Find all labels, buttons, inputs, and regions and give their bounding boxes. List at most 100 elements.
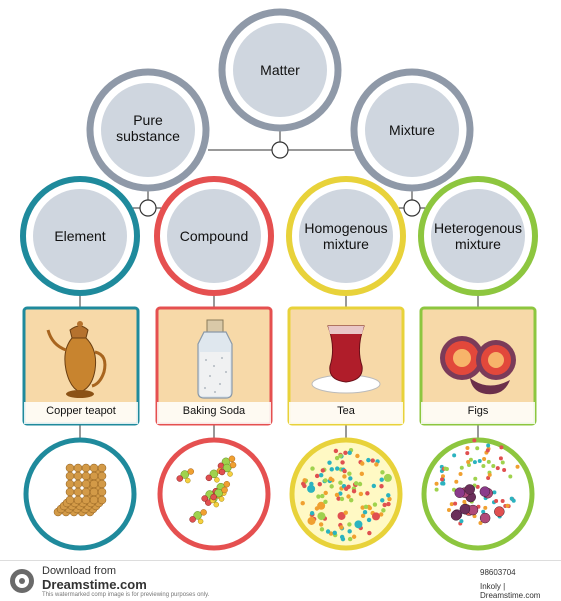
particle xyxy=(453,501,458,506)
particle xyxy=(454,487,465,498)
particle xyxy=(180,470,190,479)
particle xyxy=(73,487,83,497)
particle xyxy=(491,464,496,469)
particle xyxy=(339,496,345,502)
particle xyxy=(209,469,219,479)
particle xyxy=(97,479,107,489)
particle xyxy=(200,509,207,516)
particle xyxy=(65,463,75,473)
element-example-caption: Copper teapot xyxy=(46,405,116,417)
particle xyxy=(475,484,480,489)
particle xyxy=(386,493,391,498)
particle xyxy=(346,494,351,499)
credit-text: Inkoly | Dreamstime.com xyxy=(480,582,541,600)
particle xyxy=(310,466,315,471)
homogenous-particles-circle xyxy=(289,437,403,551)
particle xyxy=(218,468,226,476)
matter-circle xyxy=(218,8,342,132)
particle xyxy=(97,495,107,505)
particle xyxy=(459,503,471,515)
particle xyxy=(323,478,328,483)
particle xyxy=(479,486,491,497)
particle xyxy=(340,460,345,465)
particle xyxy=(473,476,478,481)
particle xyxy=(81,495,91,505)
particle xyxy=(365,491,370,496)
particle xyxy=(340,536,346,542)
particle xyxy=(380,498,385,503)
particle xyxy=(317,512,326,521)
particle xyxy=(380,470,385,475)
pure-substance-circle xyxy=(86,68,210,192)
junction-node xyxy=(403,199,421,217)
particle xyxy=(97,463,107,473)
particle xyxy=(81,479,91,489)
heterogenous-particles-circle xyxy=(421,437,535,551)
compound-circle xyxy=(154,176,274,296)
heterogenous-example-caption: Figs xyxy=(467,405,489,417)
particle xyxy=(505,503,510,508)
particle xyxy=(329,484,334,489)
particle xyxy=(360,461,365,466)
particle xyxy=(502,468,507,473)
particle xyxy=(351,534,357,539)
particle xyxy=(338,491,343,496)
particle xyxy=(65,495,75,505)
site-name-link[interactable]: Dreamstime.com xyxy=(42,577,147,592)
particle xyxy=(185,477,191,484)
particle xyxy=(333,448,339,454)
particle xyxy=(222,463,232,473)
particle xyxy=(508,474,513,479)
particle xyxy=(343,450,348,455)
particle xyxy=(348,476,353,481)
figs-icon xyxy=(440,336,516,395)
particle xyxy=(379,477,384,482)
particle xyxy=(487,472,492,477)
particle xyxy=(307,516,316,525)
particle xyxy=(300,501,305,506)
homogenous-circle xyxy=(286,176,406,296)
tea-glass-icon xyxy=(311,325,381,394)
particle xyxy=(450,510,462,521)
particle xyxy=(486,459,491,464)
particle xyxy=(481,463,486,468)
particle xyxy=(97,487,107,497)
particle xyxy=(478,520,483,525)
particle xyxy=(228,455,236,463)
particle xyxy=(495,466,500,471)
particle xyxy=(344,486,349,492)
particle xyxy=(372,502,378,507)
particle xyxy=(73,479,83,489)
particle xyxy=(339,525,344,530)
particle xyxy=(481,509,486,514)
particle xyxy=(372,512,381,521)
particle xyxy=(214,477,220,483)
particle xyxy=(193,511,202,520)
footer-bar: Download from Dreamstime.com This waterm… xyxy=(0,560,561,601)
particle xyxy=(360,505,365,510)
particle xyxy=(318,522,324,527)
particle xyxy=(329,467,334,472)
compound-label: Compound xyxy=(179,228,249,244)
particle xyxy=(354,520,363,529)
particle xyxy=(359,471,365,477)
particle xyxy=(327,460,332,465)
particle xyxy=(89,479,99,489)
particle xyxy=(317,482,322,487)
particle xyxy=(214,488,223,498)
particle xyxy=(205,474,213,482)
particle xyxy=(492,490,497,495)
particle xyxy=(338,480,343,485)
particle xyxy=(89,463,99,473)
particle xyxy=(317,501,326,510)
particle xyxy=(97,471,107,481)
compound-example-caption: Baking Soda xyxy=(182,405,246,417)
heterogenous-label: Heterogenous mixture xyxy=(434,220,522,252)
particle xyxy=(357,481,363,487)
particle xyxy=(347,529,352,534)
particle xyxy=(486,475,491,480)
particle xyxy=(381,508,386,513)
particle xyxy=(65,487,75,497)
particle xyxy=(449,502,454,507)
particle xyxy=(366,517,372,523)
